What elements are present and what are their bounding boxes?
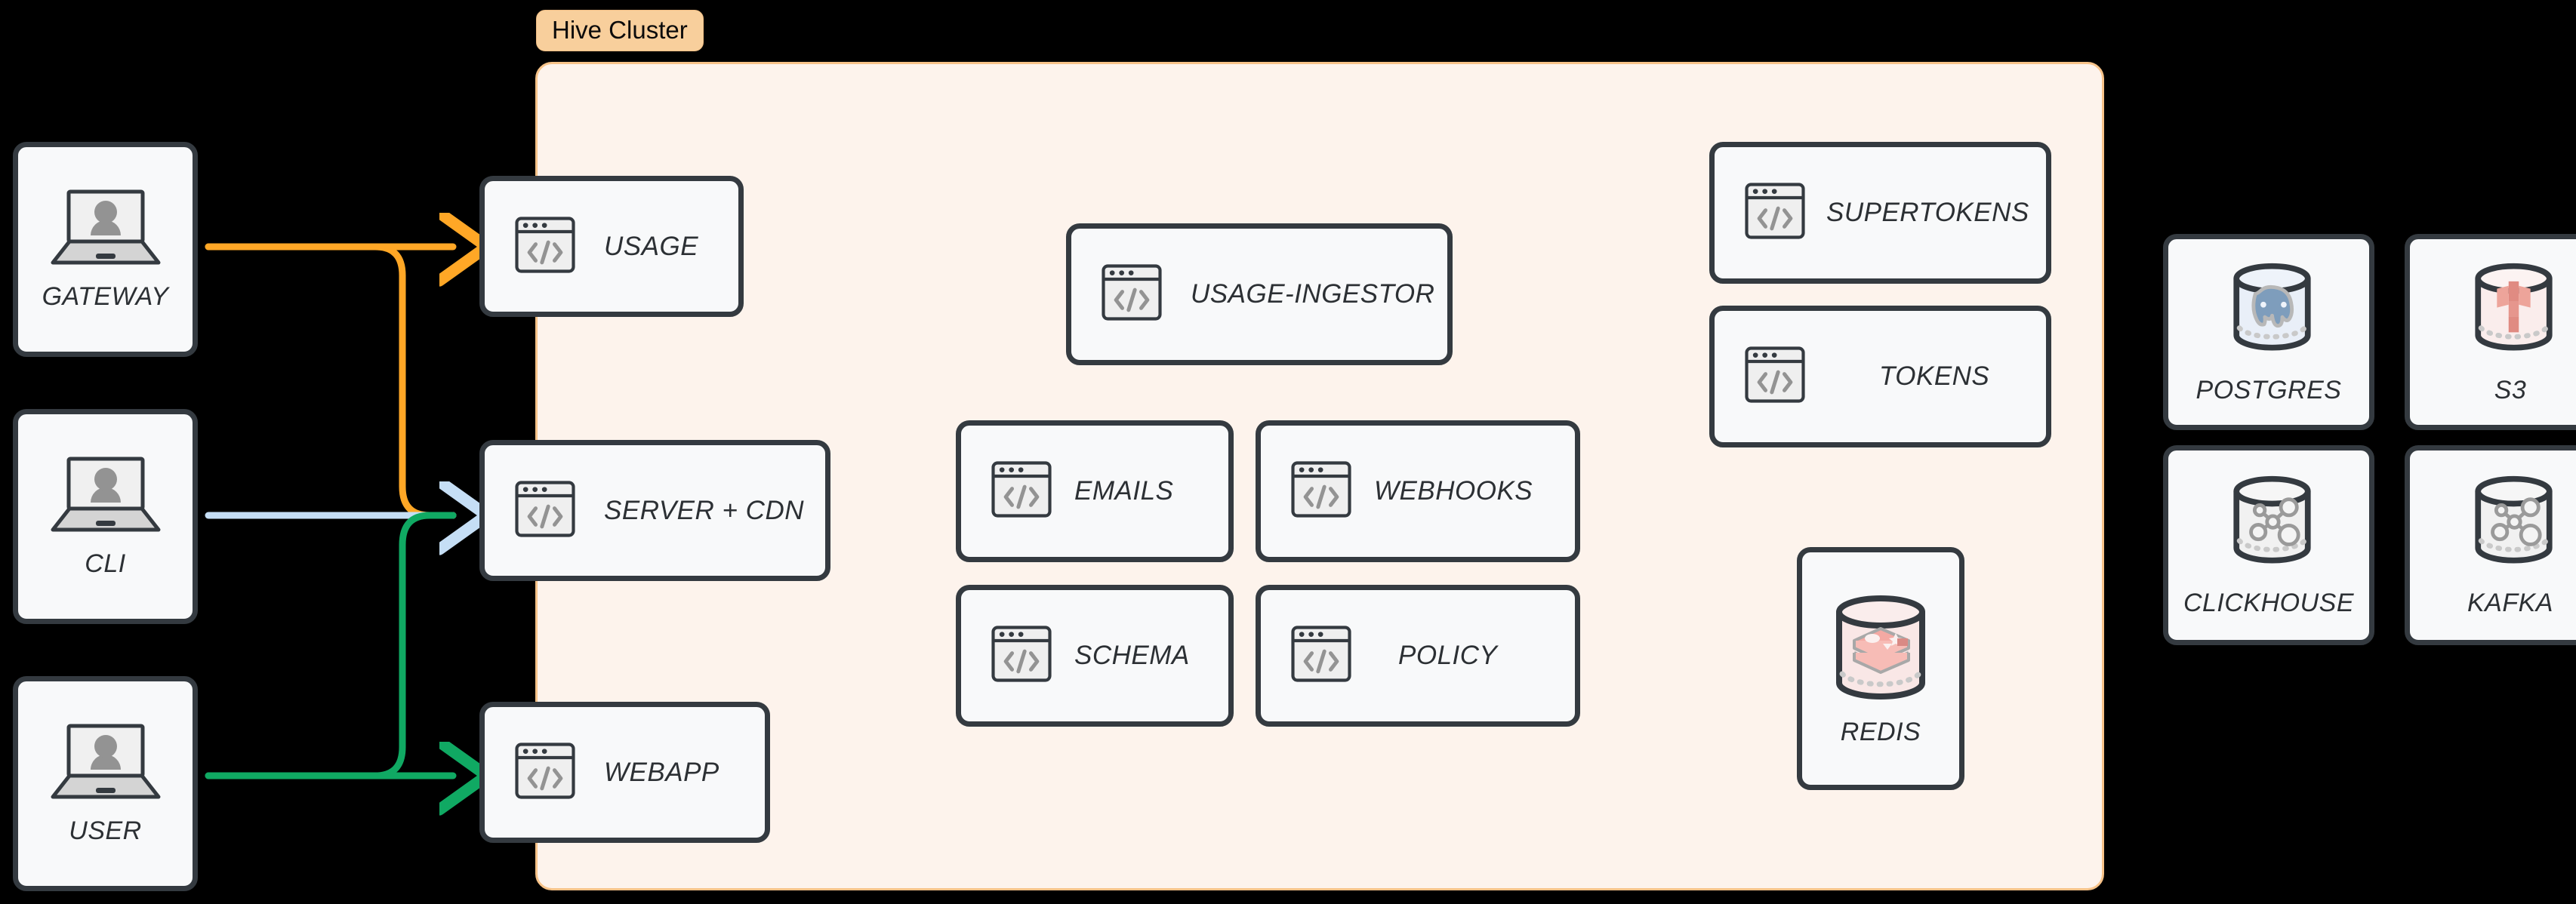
node-user[interactable]: USER [13, 676, 198, 891]
node-label: WEBHOOKS [1374, 476, 1533, 506]
laptop-user-icon [49, 454, 162, 537]
postgres-cylinder-icon [2217, 260, 2320, 362]
node-kafka[interactable]: KAFKA [2405, 445, 2576, 645]
node-label: EMAILS [1074, 476, 1174, 506]
node-clickhouse[interactable]: CLICKHOUSE [2163, 445, 2374, 645]
clickhouse-cylinder-icon [2217, 472, 2320, 575]
edge-user-to-server-cdn [205, 512, 457, 779]
node-usage[interactable]: USAGE [479, 176, 744, 317]
redis-cylinder-icon [1824, 591, 1937, 704]
node-label: SERVER + CDN [604, 495, 805, 525]
node-label: POSTGRES [2195, 375, 2342, 404]
node-label: USER [69, 816, 142, 845]
node-label: SUPERTOKENS [1826, 198, 2029, 227]
hive-cluster-label: Hive Cluster [536, 10, 704, 51]
laptop-user-icon [49, 721, 162, 804]
node-webapp[interactable]: WEBAPP [479, 702, 770, 843]
code-window-icon [515, 216, 575, 277]
node-label: GATEWAY [42, 282, 169, 311]
node-label: SCHEMA [1074, 641, 1190, 670]
node-label: REDIS [1840, 717, 1921, 746]
node-cli[interactable]: CLI [13, 409, 198, 624]
s3-cylinder-icon [2459, 260, 2562, 362]
edge-gateway-to-server-cdn [205, 243, 457, 519]
node-label: TOKENS [1879, 361, 1990, 391]
node-schema[interactable]: SCHEMA [956, 585, 1234, 727]
node-redis[interactable]: REDIS [1797, 547, 1964, 790]
node-label: KAFKA [2467, 589, 2553, 617]
node-label: S3 [2494, 375, 2527, 404]
node-label: USAGE-INGESTOR [1191, 279, 1435, 309]
code-window-icon [991, 461, 1052, 521]
code-window-icon [1745, 346, 1805, 407]
code-window-icon [1745, 183, 1805, 243]
node-label: USAGE [604, 231, 699, 261]
node-webhooks[interactable]: WEBHOOKS [1256, 420, 1580, 562]
code-window-icon [1291, 461, 1351, 521]
node-postgres[interactable]: POSTGRES [2163, 234, 2374, 430]
node-emails[interactable]: EMAILS [956, 420, 1234, 562]
node-label: CLICKHOUSE [2183, 589, 2355, 617]
code-window-icon [1102, 264, 1162, 324]
code-window-icon [1291, 626, 1351, 686]
node-usage-ingestor[interactable]: USAGE-INGESTOR [1066, 223, 1453, 365]
kafka-cylinder-icon [2459, 472, 2562, 575]
node-s3[interactable]: S3 [2405, 234, 2576, 430]
node-server-cdn[interactable]: SERVER + CDN [479, 440, 830, 581]
node-gateway[interactable]: GATEWAY [13, 142, 198, 357]
node-label: WEBAPP [604, 757, 719, 787]
node-label: POLICY [1398, 641, 1498, 670]
node-label: CLI [85, 549, 126, 578]
code-window-icon [515, 742, 575, 803]
node-tokens[interactable]: TOKENS [1709, 306, 2051, 447]
code-window-icon [991, 626, 1052, 686]
node-supertokens[interactable]: SUPERTOKENS [1709, 142, 2051, 284]
laptop-user-icon [49, 187, 162, 270]
code-window-icon [515, 480, 575, 541]
node-policy[interactable]: POLICY [1256, 585, 1580, 727]
